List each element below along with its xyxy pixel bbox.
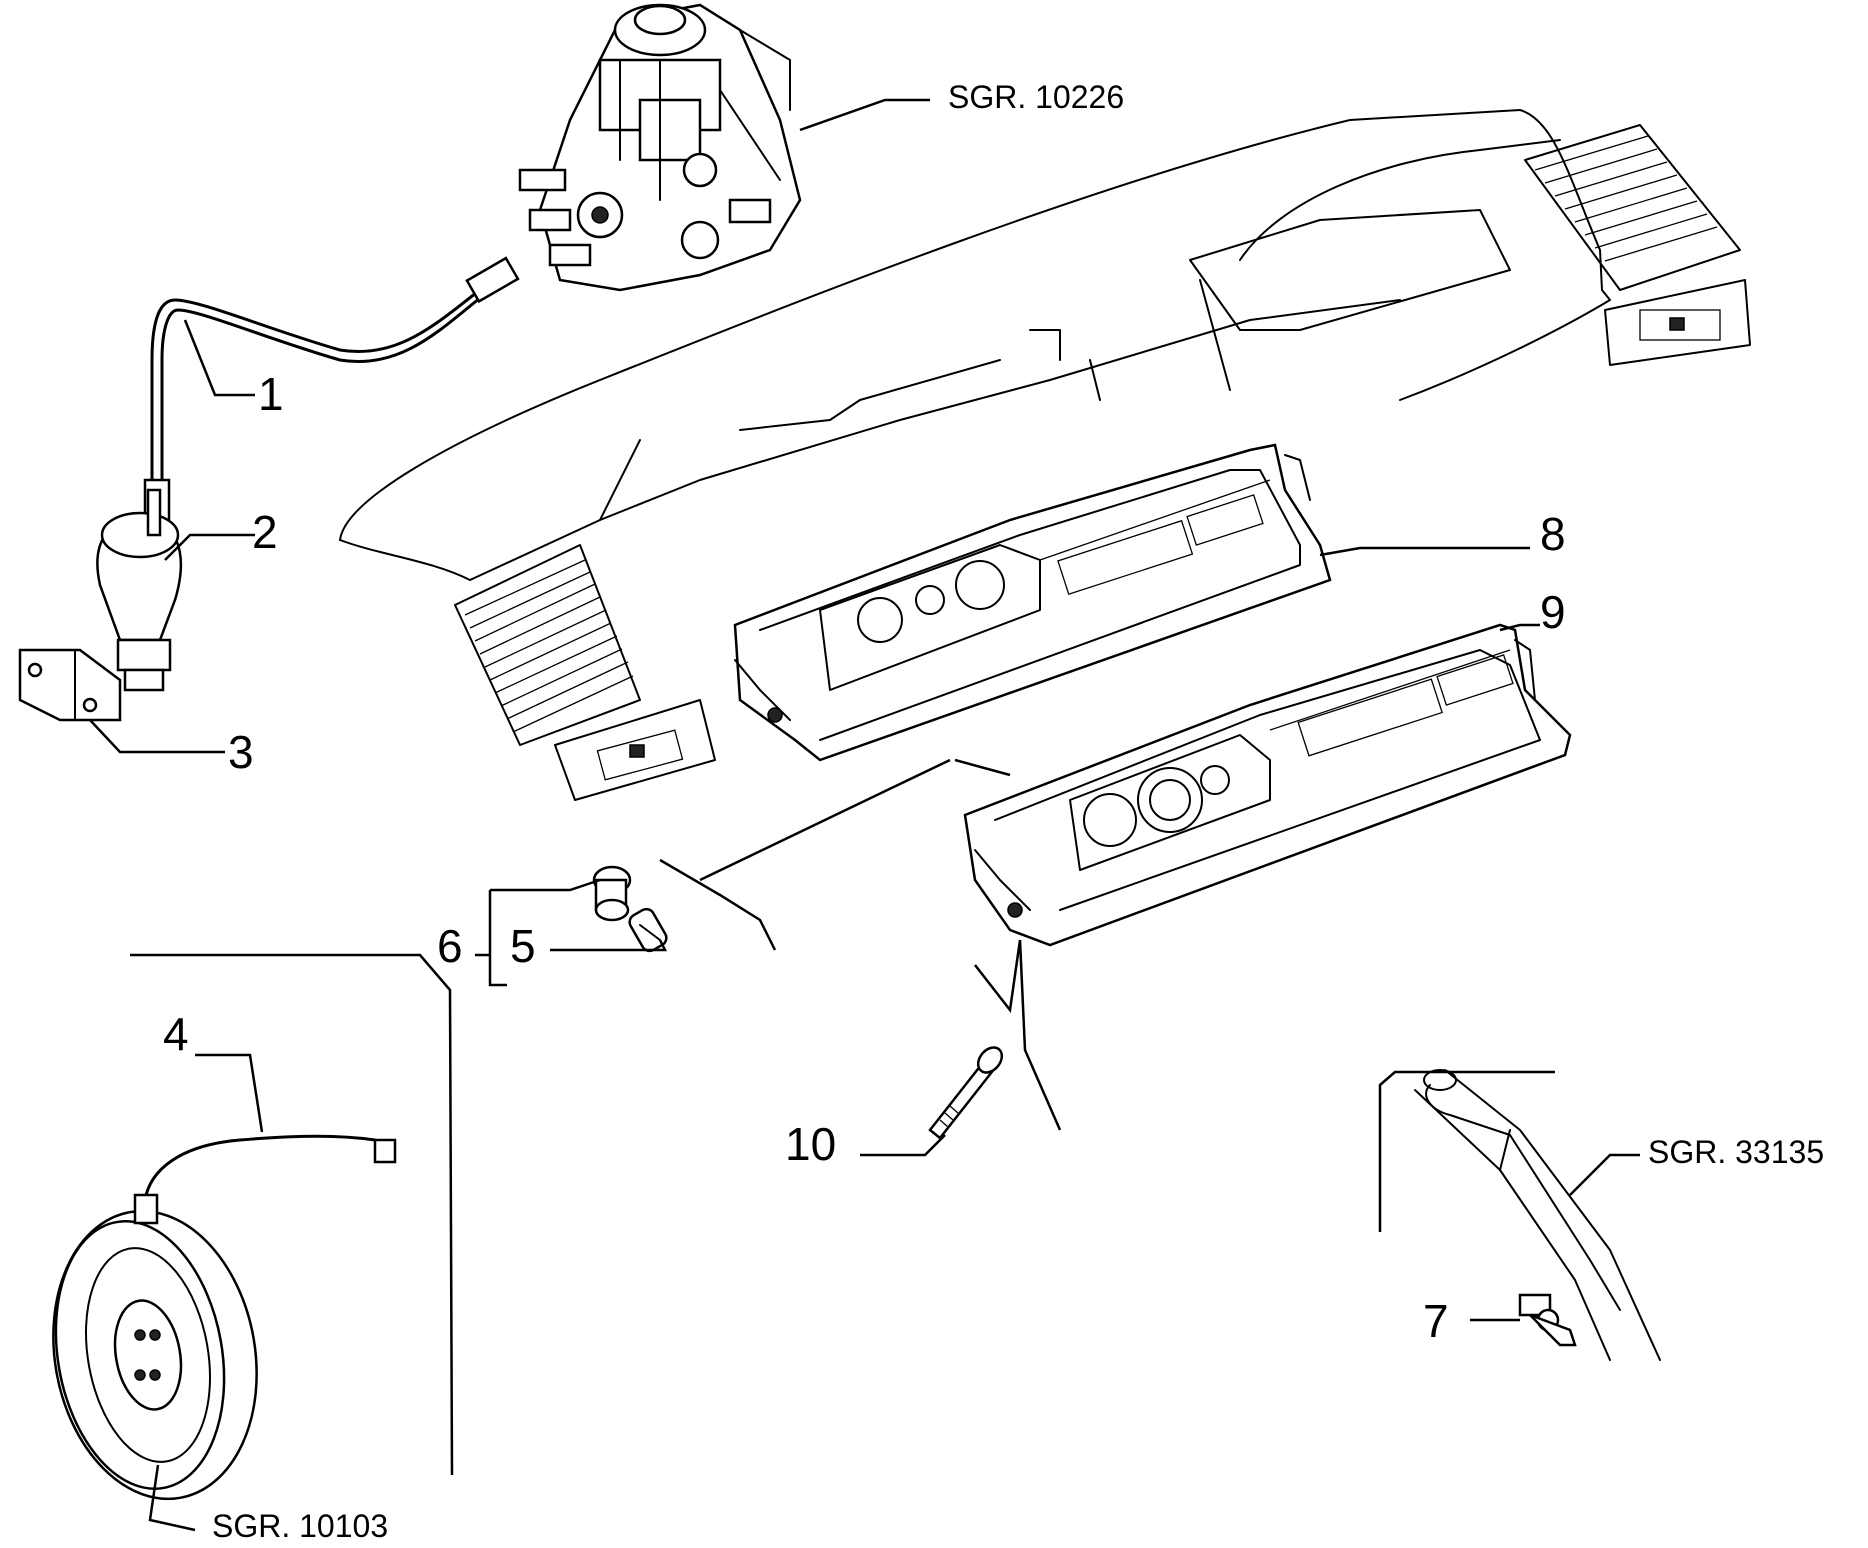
callout-4: 4 [163, 1008, 189, 1060]
leader-2 [164, 533, 255, 561]
callout-7: 7 [1423, 1295, 1449, 1347]
leader-9 [1499, 623, 1540, 632]
flywheel [52, 1209, 258, 1501]
leader-sgr-10226 [799, 98, 930, 132]
callout-6: 6 [437, 920, 463, 972]
bracket [18, 648, 122, 722]
callout-5: 5 [510, 920, 536, 972]
rpm-sensor-cable [133, 1134, 397, 1225]
leader-1 [183, 319, 255, 397]
callout-2: 2 [252, 506, 278, 558]
instrument-cluster-9 [963, 623, 1572, 947]
bulb-holder [592, 865, 632, 922]
guide-line [954, 758, 1011, 777]
callout-10: 10 [785, 1118, 836, 1170]
ref-sgr-10103: SGR. 10103 [212, 1508, 388, 1544]
guide-line [699, 758, 951, 882]
bracket-6 [488, 890, 507, 987]
leader-sgr-10103 [148, 1464, 196, 1532]
ref-sgr-33135: SGR. 33135 [1648, 1134, 1824, 1170]
leader-6-top [490, 878, 601, 892]
left-air-vent [454, 544, 716, 801]
steering-column [1378, 1069, 1661, 1361]
instrument-cluster-8 [733, 443, 1332, 762]
speed-sensor [96, 488, 183, 692]
callout-3: 3 [228, 726, 254, 778]
screw [928, 1046, 1004, 1140]
ref-sgr-10226: SGR. 10226 [948, 79, 1124, 115]
speedometer-cable [143, 256, 520, 532]
leader-3 [89, 719, 225, 754]
leader-8 [1319, 546, 1530, 557]
leader-5 [550, 939, 668, 952]
callout-8: 8 [1540, 508, 1566, 560]
callout-1: 1 [258, 368, 284, 420]
injection-pump [518, 3, 802, 292]
right-air-vent [1524, 124, 1751, 366]
guide-line [659, 858, 777, 951]
dashboard-outline [339, 109, 1611, 581]
leader-10 [860, 1134, 946, 1157]
guide-line [974, 939, 1062, 1131]
callout-9: 9 [1540, 586, 1566, 638]
bulb [628, 907, 668, 953]
switch-7 [1518, 1293, 1577, 1347]
leader-sgr-33135 [1569, 1153, 1640, 1196]
section-line-flywheel [130, 953, 454, 1476]
leader-4 [195, 1053, 264, 1133]
